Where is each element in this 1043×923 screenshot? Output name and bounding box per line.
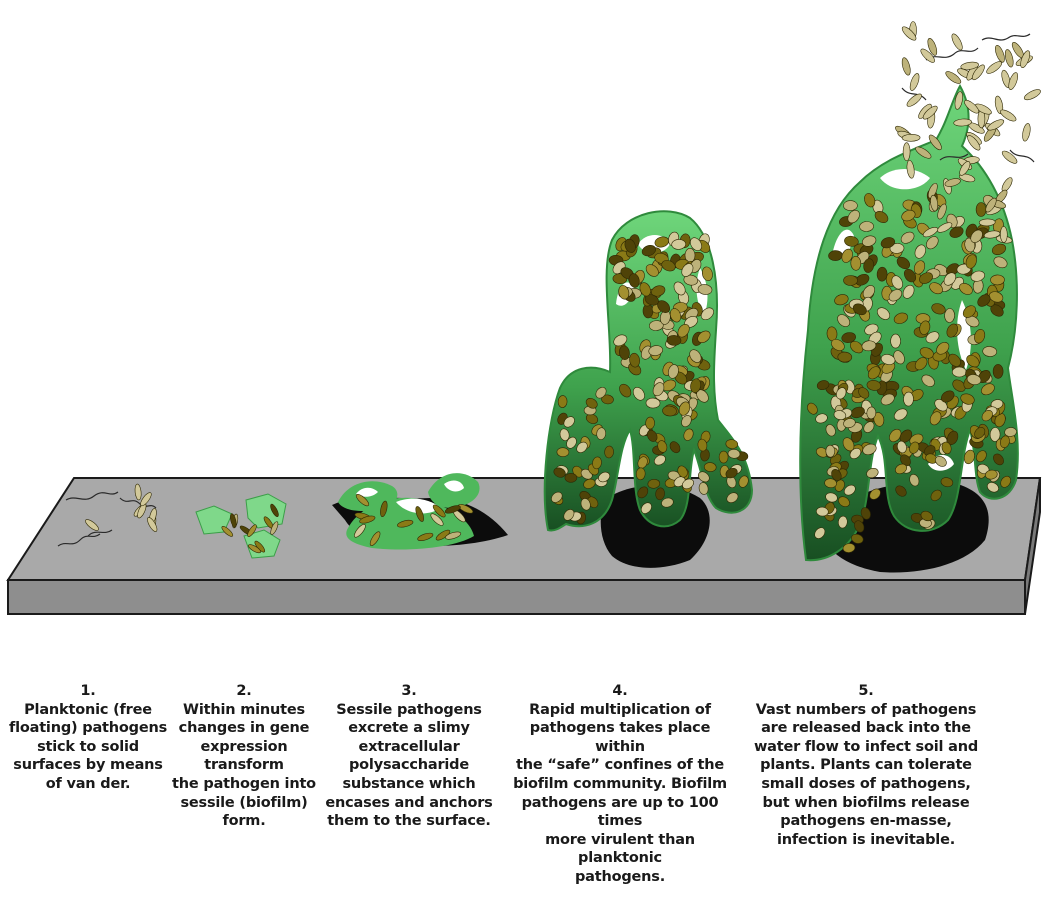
stage-4-caption: 4. Rapid multiplication of pathogens tak…: [504, 682, 736, 887]
stage-2-caption: 2. Within minutes changes in gene expres…: [168, 682, 320, 831]
pathogen-cell: [728, 449, 740, 459]
pathogen-cell: [636, 468, 646, 480]
pathogen-cell: [557, 447, 569, 456]
stage-5-number: 5.: [752, 682, 980, 701]
stage-2-text: Within minutes changes in gene expressio…: [168, 701, 320, 831]
pathogen-cell: [1021, 123, 1031, 142]
stage-4-number: 4.: [504, 682, 736, 701]
pathogen-cell: [900, 57, 911, 76]
pathogen-cell: [838, 352, 852, 362]
pathogen-cell: [1000, 149, 1018, 166]
stage-3-text: Sessile pathogens excrete a slimy extrac…: [324, 701, 494, 831]
pathogen-cell: [950, 32, 965, 51]
pathogen-cell: [903, 143, 910, 161]
stage-1-number: 1.: [8, 682, 168, 701]
pathogen-cell: [565, 473, 577, 482]
pathogen-cell: [866, 407, 876, 419]
pathogen-cell: [843, 201, 857, 211]
slab-front: [8, 580, 1025, 614]
biofilm-formation-illustration: [0, 0, 1043, 640]
pathogen-cell: [1000, 176, 1014, 193]
pathogen-cell: [903, 392, 913, 406]
pathogen-cell: [851, 256, 861, 270]
pathogen-cell: [826, 445, 835, 457]
stage-2-number: 2.: [168, 682, 320, 701]
stage-5-caption: 5. Vast numbers of pathogens are release…: [752, 682, 980, 849]
pathogen-cell: [891, 334, 901, 348]
pathogen-cell: [993, 364, 1003, 378]
pathogen-cell: [1000, 226, 1007, 242]
stage-4-text: Rapid multiplication of pathogens takes …: [504, 701, 736, 887]
pathogen-cell: [990, 275, 1004, 285]
pathogen-cell: [558, 395, 568, 407]
stage-1-text: Planktonic (free floating) pathogens sti…: [8, 701, 168, 794]
pathogen-cell: [645, 417, 654, 429]
pathogen-cell: [976, 203, 986, 217]
stage-5-text: Vast numbers of pathogens are released b…: [752, 701, 980, 850]
pathogen-cell: [944, 308, 954, 322]
pathogen-cell: [908, 72, 921, 91]
stage-1-caption: 1. Planktonic (free floating) pathogens …: [8, 682, 168, 794]
pathogen-cell: [1023, 87, 1042, 101]
pathogen-cell: [1004, 49, 1015, 68]
stage-3-caption: 3. Sessile pathogens excrete a slimy ext…: [324, 682, 494, 831]
pathogen-cell: [952, 367, 966, 377]
stage-3-number: 3.: [324, 682, 494, 701]
pathogen-cell: [843, 275, 857, 285]
pathogen-cell: [993, 44, 1006, 63]
pathogen-cell: [719, 451, 728, 463]
pathogen-cell: [902, 134, 920, 141]
